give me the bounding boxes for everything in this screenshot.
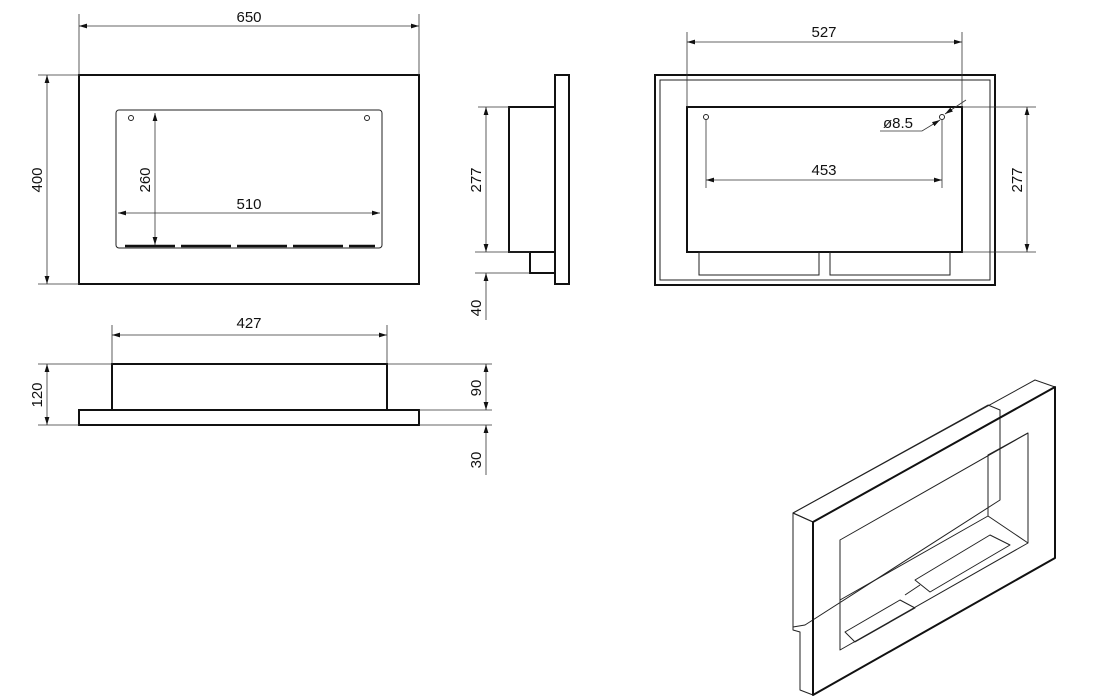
front-frame-outline (78, 74, 420, 285)
dim-label-120: 120 (29, 382, 46, 407)
burner-left (844, 599, 916, 643)
mount-hole-icon (939, 114, 945, 120)
dim-label-453: 453 (811, 162, 836, 179)
dim-label-427: 427 (236, 315, 261, 332)
top-view: 427 120 90 30 (29, 315, 492, 475)
mount-hole-icon (364, 115, 370, 121)
dim-label-90: 90 (468, 380, 485, 397)
mount-hole-icon (128, 115, 134, 121)
dim-label-527: 527 (811, 24, 836, 41)
dim-label-40: 40 (468, 300, 485, 317)
dim-label-400: 400 (29, 167, 46, 192)
burner-right (914, 534, 1011, 593)
side-view: 277 40 (468, 74, 570, 320)
isometric-view (792, 379, 1056, 696)
dim-label-277-back: 277 (1009, 167, 1026, 192)
dim-label-260: 260 (137, 167, 154, 192)
dim-label-650: 650 (236, 9, 261, 26)
dim-label-30: 30 (468, 452, 485, 469)
front-opening (115, 109, 383, 249)
mount-hole-icon (703, 114, 709, 120)
dim-label-hole-diameter: ø8.5 (883, 115, 913, 132)
dim-label-277-side: 277 (468, 167, 485, 192)
front-view: 650 400 260 510 (29, 9, 420, 285)
dim-label-510: 510 (236, 196, 261, 213)
back-view: 527 453 ø8.5 277 (654, 24, 1036, 286)
